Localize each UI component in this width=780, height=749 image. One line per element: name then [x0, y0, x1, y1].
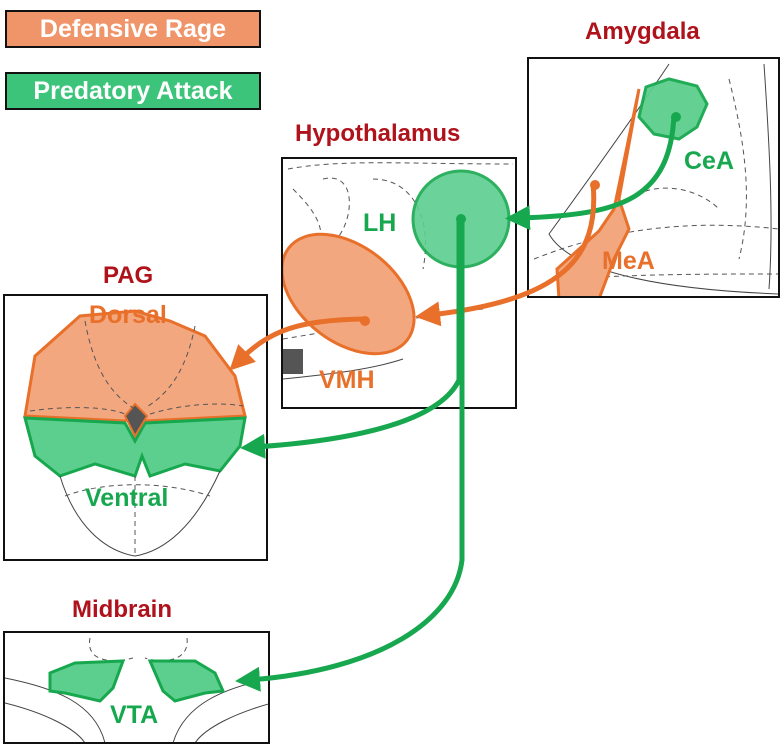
legend-predatory-attack: Predatory Attack — [5, 72, 261, 110]
cea-label: CeA — [684, 147, 735, 175]
pag-dorsal-label: Dorsal — [89, 301, 167, 329]
pag-panel: Dorsal Ventral — [3, 294, 268, 561]
amygdala-title: Amygdala — [585, 18, 700, 45]
cea-region — [637, 77, 709, 141]
pag-outline — [23, 309, 247, 557]
hypothalamus-title: Hypothalamus — [295, 120, 461, 147]
midbrain-panel: VTA — [3, 631, 270, 744]
vmh-region — [283, 232, 416, 356]
legend-predatory-attack-label: Predatory Attack — [33, 76, 233, 105]
mea-label: MeA — [602, 247, 655, 275]
legend-defensive-rage-label: Defensive Rage — [39, 14, 227, 43]
midbrain-title: Midbrain — [72, 596, 172, 623]
legend-defensive-rage: Defensive Rage — [5, 10, 261, 48]
midbrain-outline — [5, 637, 268, 742]
vta-label: VTA — [110, 701, 159, 729]
vmh-label: VMH — [319, 366, 375, 394]
pag-title: PAG — [103, 262, 154, 289]
vta-right-region — [147, 659, 226, 703]
lh-label: LH — [363, 209, 397, 237]
amygdala-panel: CeA MeA — [527, 57, 780, 298]
pag-ventral-region — [23, 416, 247, 478]
vta-left-region — [48, 659, 126, 703]
hypothalamus-panel: LH VMH — [281, 157, 517, 409]
pag-ventral-label: Ventral — [85, 484, 169, 512]
